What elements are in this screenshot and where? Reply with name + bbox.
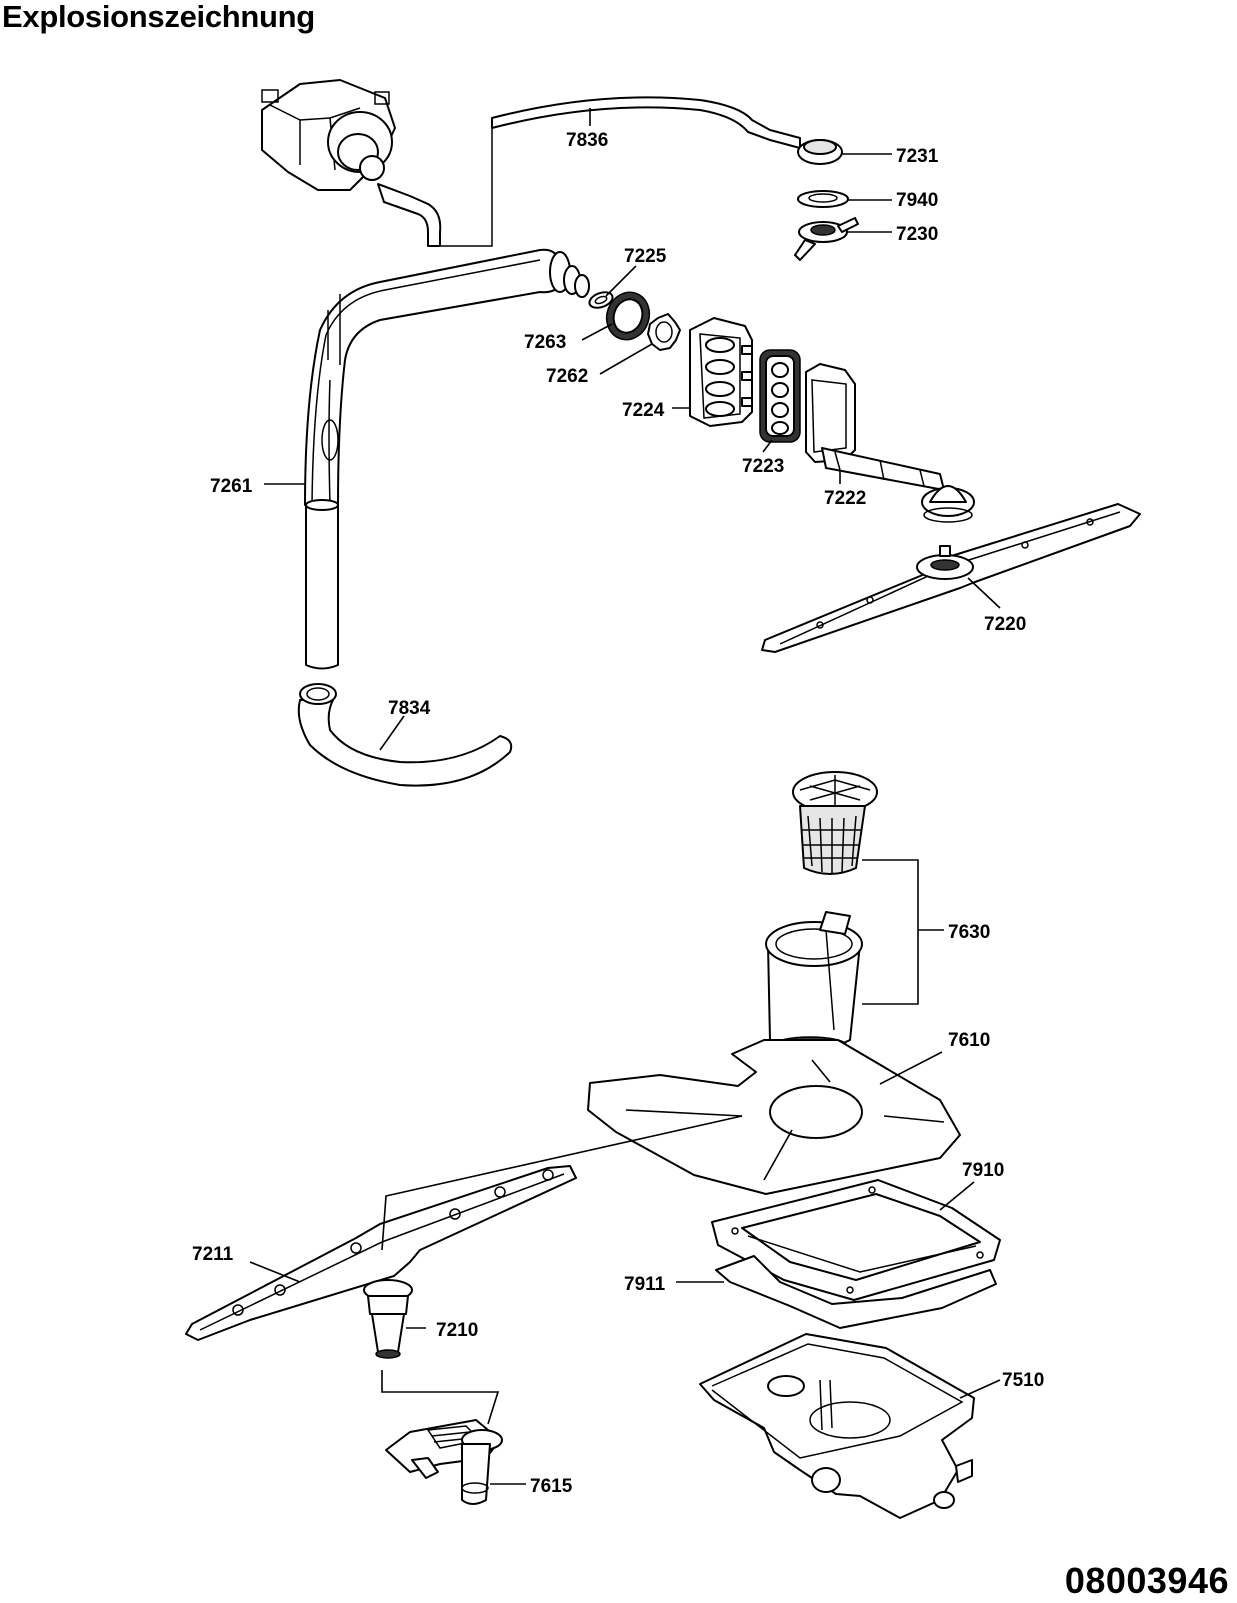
label-7610: 7610 (948, 1030, 990, 1051)
part-7911-seal (715, 1255, 997, 1329)
label-7230: 7230 (896, 224, 938, 245)
circulation-pump (261, 79, 442, 247)
label-7210: 7210 (436, 1320, 478, 1341)
part-7210-coupling (363, 1279, 500, 1425)
part-7615-coarse-filter (385, 1419, 503, 1505)
label-7220: 7220 (984, 614, 1026, 635)
part-7630-filter (765, 771, 944, 1054)
part-7224-manifold (689, 317, 753, 427)
part-7223-gasket (759, 349, 801, 443)
label-7222: 7222 (824, 488, 866, 509)
part-7910-frame (711, 1179, 1001, 1301)
label-7223: 7223 (742, 456, 784, 477)
label-7262: 7262 (546, 366, 588, 387)
part-7940-ring (797, 190, 849, 208)
label-7630: 7630 (948, 922, 990, 943)
label-7834: 7834 (388, 698, 431, 719)
part-7262-nut (647, 313, 681, 351)
hose-7834 (297, 683, 513, 787)
part-7211-lower-spray-arm (185, 1115, 743, 1341)
label-7211: 7211 (192, 1244, 234, 1265)
part-7231-cap (797, 139, 843, 165)
leader-lines (249, 108, 1001, 1485)
label-7910: 7910 (962, 1160, 1004, 1181)
page-title: Explosionszeichnung (2, 0, 315, 34)
label-7911: 7911 (624, 1274, 666, 1295)
part-7510-sump (699, 1333, 975, 1519)
diagram-code: 08003946 (1064, 1560, 1229, 1601)
label-7263: 7263 (524, 332, 566, 353)
part-7263-ring (605, 291, 651, 341)
label-7940: 7940 (896, 190, 938, 211)
part-7230-nut (794, 217, 859, 261)
label-7224: 7224 (622, 400, 665, 421)
label-7231: 7231 (896, 146, 939, 167)
label-7615: 7615 (530, 1476, 573, 1497)
label-7510: 7510 (1002, 1370, 1044, 1391)
supply-pipe-7261 (304, 248, 590, 670)
hose-7836 (440, 96, 801, 247)
part-7222-supply-tube (805, 363, 975, 523)
part-7610-sump-cover (587, 1039, 961, 1195)
label-7836: 7836 (566, 130, 608, 151)
label-7261: 7261 (210, 476, 253, 497)
part-7220-upper-spray-arm (761, 503, 1141, 653)
label-7225: 7225 (624, 246, 667, 267)
part-labels: 7836 7231 7940 7230 7225 7263 7262 7224 … (192, 130, 1044, 1497)
